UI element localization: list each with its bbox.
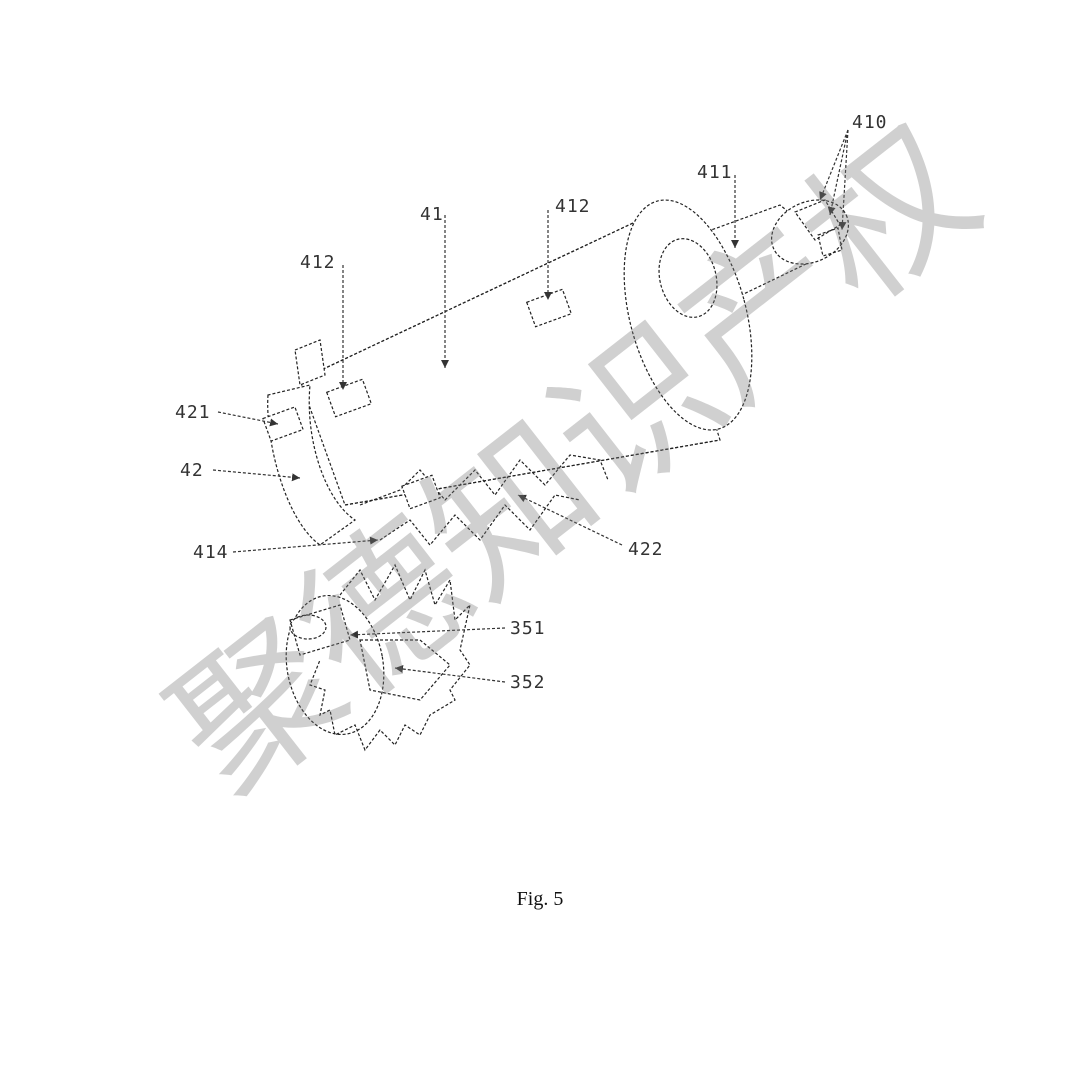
label-42: 42 [180, 460, 204, 481]
label-421: 421 [175, 402, 211, 423]
label-412-right: 412 [555, 196, 591, 217]
label-41: 41 [420, 204, 444, 225]
label-351: 351 [510, 618, 546, 639]
label-411: 411 [697, 162, 733, 183]
label-414: 414 [193, 542, 229, 563]
leader-lines [212, 129, 849, 683]
reference-labels: 410 411 41 412 412 421 42 414 422 351 35… [175, 112, 888, 693]
label-410: 410 [852, 112, 888, 133]
gear-352 [309, 563, 472, 752]
gear-351 [285, 594, 385, 736]
rack-422 [359, 454, 609, 546]
cylinder-41 [299, 199, 753, 506]
figure-caption: Fig. 5 [516, 888, 564, 910]
ring-42 [262, 339, 357, 546]
label-352: 352 [510, 672, 546, 693]
label-422: 422 [628, 539, 664, 560]
label-412-left: 412 [300, 252, 336, 273]
